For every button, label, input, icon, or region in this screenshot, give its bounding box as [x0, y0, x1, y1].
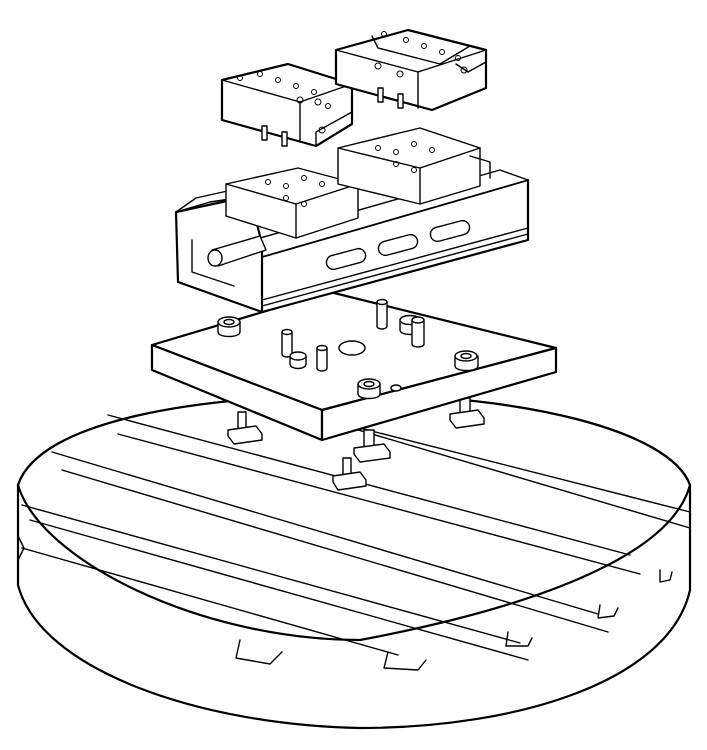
rotary-table — [16, 393, 692, 730]
vise-slot — [429, 219, 471, 243]
vise-screw-handle — [207, 235, 267, 267]
t-nut-clamp — [227, 411, 263, 445]
dowel-pin — [316, 344, 328, 372]
jaw-pin — [377, 87, 404, 109]
t-nut-clamp — [353, 429, 391, 463]
vise-slot — [325, 247, 367, 271]
jaw-pin — [261, 125, 288, 147]
socket-screw — [454, 350, 479, 372]
vise-slot — [377, 233, 419, 257]
subplate-right-side — [320, 346, 558, 442]
center-ring — [338, 340, 366, 356]
dowel-pin — [411, 316, 425, 348]
dowel-pin — [281, 328, 293, 358]
t-nut-clamp — [449, 397, 485, 429]
vise-jaw-holes — [265, 141, 435, 207]
dowel-pin — [289, 351, 307, 370]
dowel-pin — [376, 298, 388, 330]
table-top-face — [16, 393, 692, 642]
small-ring — [390, 384, 402, 392]
dowel-pin-group — [281, 298, 425, 372]
vise-jaw-right — [334, 28, 488, 112]
t-nut-clamp-group — [227, 397, 485, 491]
socket-screw — [357, 378, 381, 400]
vise-body — [174, 127, 530, 314]
vise-jaw-left — [220, 62, 354, 148]
t-nut-clamp — [332, 457, 367, 491]
socket-screw — [217, 316, 241, 338]
